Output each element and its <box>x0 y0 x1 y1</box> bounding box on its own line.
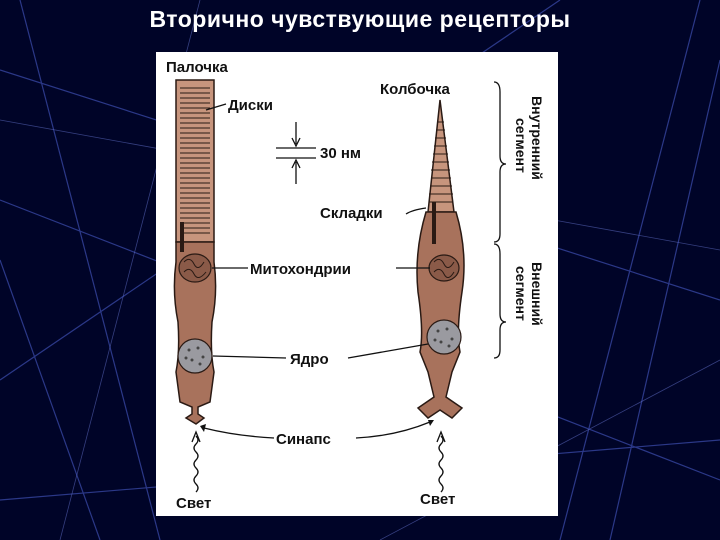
rod-mitochondria <box>178 253 212 283</box>
rod-discs <box>180 87 210 234</box>
outer-segment-label-2: сегмент <box>513 266 529 321</box>
nucleus-label: Ядро <box>290 351 329 368</box>
light-label-cone: Свет <box>420 491 455 508</box>
slide-title: Вторично чувствующие рецепторы <box>149 6 571 32</box>
discs-label: Диски <box>228 97 273 114</box>
light-label-rod: Свет <box>176 495 211 512</box>
spacing-label: 30 нм <box>320 145 361 162</box>
folds-pointer <box>405 207 427 215</box>
mitochondria-label: Митохондрии <box>250 261 351 278</box>
cone-cilium <box>432 202 436 244</box>
light-waves <box>191 430 446 493</box>
rod-label: Палочка <box>166 59 228 76</box>
rod-cilium <box>180 222 184 252</box>
rod-nucleus <box>177 338 213 374</box>
cone-label: Колбочка <box>380 81 451 98</box>
folds-label: Складки <box>320 205 383 222</box>
rod-cell <box>173 79 217 425</box>
receptor-diagram: Палочка Колбочка Диски 30 нм Складки Мит… <box>156 52 558 516</box>
cone-mitochondria <box>428 254 460 282</box>
inner-segment-label-2: сегмент <box>513 118 529 173</box>
outer-segment-label-1: Внешний <box>529 262 545 326</box>
synapse-label: Синапс <box>276 431 331 448</box>
cone-folds <box>429 121 453 203</box>
discs-pointer <box>205 103 227 111</box>
cone-nucleus <box>426 319 462 355</box>
inner-segment-label-1: Внутренний <box>529 96 545 180</box>
